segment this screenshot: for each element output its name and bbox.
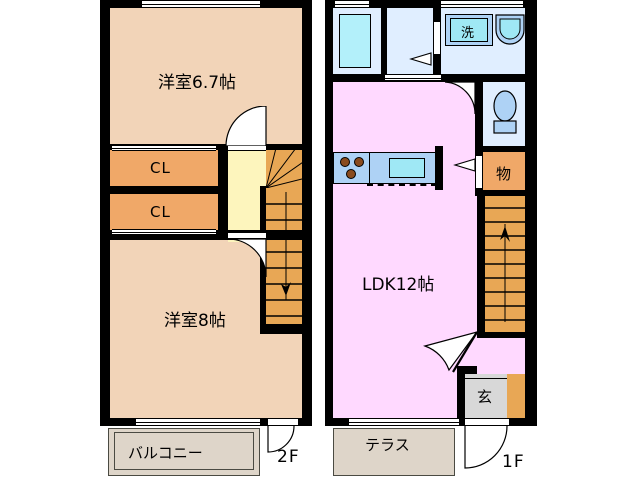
stove-burners (337, 155, 367, 181)
window-bath (335, 0, 369, 8)
stair-winder-lines (266, 148, 306, 188)
door-swing-bedroom-6-7[interactable] (222, 106, 268, 146)
window-bedroom-8 (136, 418, 260, 426)
kitchen-dashed-edge (367, 184, 437, 186)
wall-2f-left (100, 0, 110, 426)
shoe-cabinet (507, 374, 525, 418)
stair-treads-1f (485, 196, 525, 332)
ldk-entrance-door-swing[interactable] (421, 330, 481, 374)
label-closet-lower: CL (150, 203, 171, 221)
storage (483, 152, 525, 192)
wall-storage-bottom (475, 190, 537, 196)
wall-entrance-top (477, 332, 537, 338)
wall-entrance-left (457, 366, 465, 418)
wall-1f-left (325, 0, 333, 426)
wall-hall-left (218, 144, 228, 240)
label-storage: 物 (496, 165, 512, 183)
label-closet-upper: CL (150, 159, 171, 177)
second-floor-plan: 洋室6.7帖 洋室8帖 CL CL バルコニー (100, 0, 312, 480)
balcony-exterior-door-swing[interactable] (266, 426, 300, 456)
threshold-dashed (443, 76, 495, 78)
window-ldk-terrace (349, 418, 459, 426)
closet-door-lower[interactable] (112, 229, 216, 235)
bathtub (339, 14, 371, 68)
stair-treads-2f (266, 188, 306, 324)
label-floor-1f: 1F (502, 452, 525, 472)
wall-stairs-1f-left (477, 196, 485, 332)
door-opening-to-8 (228, 232, 266, 239)
label-washer: 洗 (461, 26, 475, 41)
label-balcony: バルコニー (128, 444, 203, 462)
bath-door-opening[interactable] (433, 22, 441, 54)
wall-toilet-left (475, 82, 483, 146)
hallway-2f (228, 148, 266, 242)
wall-stairs-bottom (260, 324, 312, 334)
window-washroom (441, 0, 523, 8)
closet-upper (110, 150, 218, 186)
closet-lower (110, 194, 218, 230)
label-floor-2f: 2F (277, 447, 300, 467)
wall-bath-changing (381, 8, 387, 74)
wall-toilet-bottom (475, 146, 537, 152)
lavatory-basin (495, 14, 525, 46)
wall-entrance-corner (457, 366, 477, 374)
toilet-bowl (491, 88, 519, 138)
entrance-door-swing[interactable] (461, 426, 511, 472)
door-swing-bedroom-8[interactable] (224, 239, 270, 279)
wall-stair-left-run (260, 240, 266, 326)
window-bedroom-6-7 (142, 0, 260, 8)
label-terrace: テラス (365, 436, 410, 454)
balcony-door-opening (268, 418, 298, 426)
washstand-basin (450, 18, 488, 42)
entrance-step-line (465, 378, 507, 379)
label-bedroom-6-7: 洋室6.7帖 (158, 73, 237, 93)
wall-1f-right (525, 0, 537, 426)
kitchen-wall-stub (435, 146, 443, 190)
label-ldk: LDK12帖 (362, 275, 435, 295)
label-bedroom-8: 洋室8帖 (164, 311, 226, 331)
wall-closet-bottom (100, 230, 312, 240)
closet-door-upper[interactable] (112, 145, 216, 151)
changing-room-door-arrow (409, 52, 433, 66)
storage-door-opening[interactable] (475, 156, 483, 188)
first-floor-plan: 洗 (325, 0, 537, 480)
terrace (333, 428, 455, 476)
entrance-door-opening (465, 418, 509, 426)
wall-1f-top (325, 0, 537, 8)
toilet-door-swing[interactable] (445, 82, 477, 116)
wall-2f-right (302, 0, 312, 426)
balcony-rail (114, 432, 254, 470)
storage-door-arrow (453, 158, 477, 172)
balcony (108, 428, 260, 476)
kitchen-sink (389, 158, 425, 178)
wall-hall-right (260, 186, 266, 240)
wall-between-closets (100, 186, 228, 194)
label-entrance: 玄 (477, 388, 493, 406)
room-bedroom-6-7 (110, 8, 302, 148)
kitchen-counter-divider (369, 152, 370, 184)
door-to-changing-room[interactable] (385, 74, 441, 81)
